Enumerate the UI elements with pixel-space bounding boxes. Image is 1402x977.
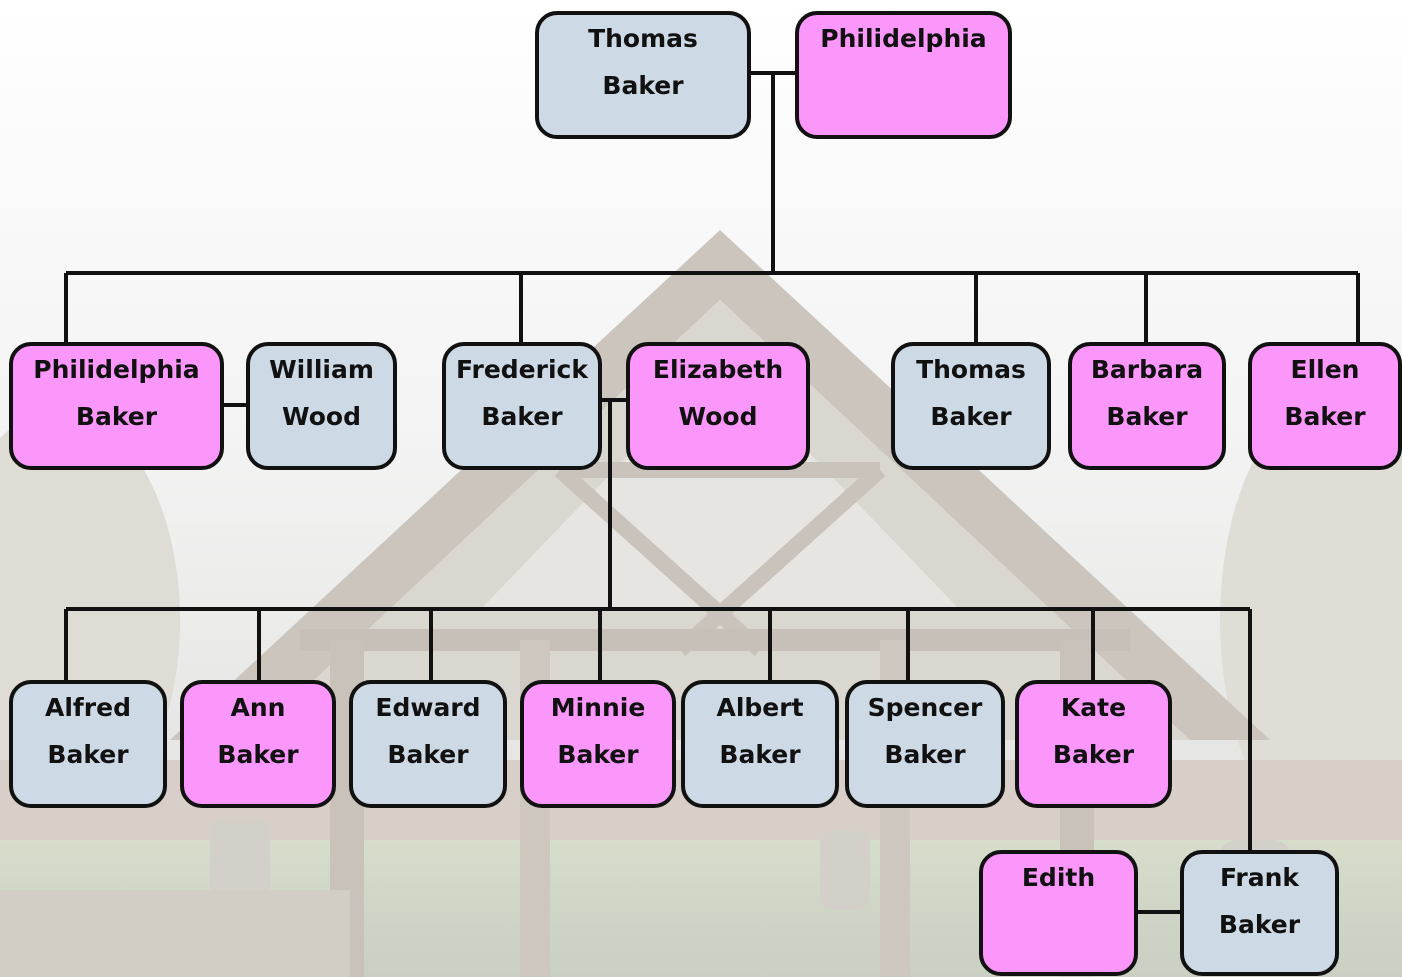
first-name: Edward	[375, 693, 481, 722]
first-name: Elizabeth	[652, 355, 784, 384]
person-frederick-baker[interactable]: Frederick Baker	[442, 342, 602, 470]
first-name: Philidelphia	[820, 24, 987, 53]
last-name: Baker	[47, 740, 129, 769]
first-name: Ellen	[1290, 355, 1360, 384]
person-edith[interactable]: Edith	[979, 850, 1138, 976]
first-name: Minnie	[550, 693, 646, 722]
person-thomas-baker[interactable]: Thomas Baker	[891, 342, 1051, 470]
first-name: William	[269, 355, 374, 384]
first-name: Alfred	[45, 693, 131, 722]
person-frank-baker[interactable]: Frank Baker	[1180, 850, 1339, 976]
last-name: Wood	[678, 402, 758, 431]
person-william-wood[interactable]: William Wood	[246, 342, 397, 470]
last-name: Baker	[387, 740, 469, 769]
last-name: Wood	[282, 402, 361, 431]
person-philidelphia-senior[interactable]: Philidelphia	[795, 11, 1012, 139]
person-kate-baker[interactable]: Kate Baker	[1015, 680, 1172, 808]
last-name: Baker	[1284, 402, 1366, 431]
first-name: Barbara	[1090, 355, 1204, 384]
person-philidelphia-baker[interactable]: Philidelphia Baker	[9, 342, 224, 470]
person-minnie-baker[interactable]: Minnie Baker	[520, 680, 676, 808]
last-name: Baker	[481, 402, 563, 431]
first-name: Kate	[1060, 693, 1127, 722]
first-name: Thomas	[588, 24, 698, 53]
last-name: Baker	[602, 71, 684, 100]
last-name: Baker	[884, 740, 966, 769]
first-name: Thomas	[916, 355, 1026, 384]
last-name: Baker	[1218, 910, 1301, 939]
last-name: Baker	[1106, 402, 1188, 431]
person-ellen-baker[interactable]: Ellen Baker	[1248, 342, 1402, 470]
last-name: Baker	[217, 740, 299, 769]
person-alfred-baker[interactable]: Alfred Baker	[9, 680, 167, 808]
first-name: Frank	[1219, 863, 1300, 892]
last-name: Baker	[1052, 740, 1135, 769]
first-name: Philidelphia	[33, 355, 200, 384]
last-name: Baker	[930, 402, 1012, 431]
person-thomas-baker-senior[interactable]: Thomas Baker	[535, 11, 751, 139]
first-name: Frederick	[456, 355, 588, 384]
last-name: Baker	[719, 740, 801, 769]
person-ann-baker[interactable]: Ann Baker	[180, 680, 336, 808]
first-name: Spencer	[867, 693, 983, 722]
first-name: Ann	[230, 693, 286, 722]
person-albert-baker[interactable]: Albert Baker	[681, 680, 839, 808]
person-elizabeth-wood[interactable]: Elizabeth Wood	[626, 342, 810, 470]
person-spencer-baker[interactable]: Spencer Baker	[845, 680, 1005, 808]
first-name: Edith	[1021, 863, 1096, 892]
last-name: Baker	[75, 402, 158, 431]
person-barbara-baker[interactable]: Barbara Baker	[1068, 342, 1226, 470]
last-name: Baker	[557, 740, 639, 769]
first-name: Albert	[716, 693, 804, 722]
person-edward-baker[interactable]: Edward Baker	[349, 680, 507, 808]
